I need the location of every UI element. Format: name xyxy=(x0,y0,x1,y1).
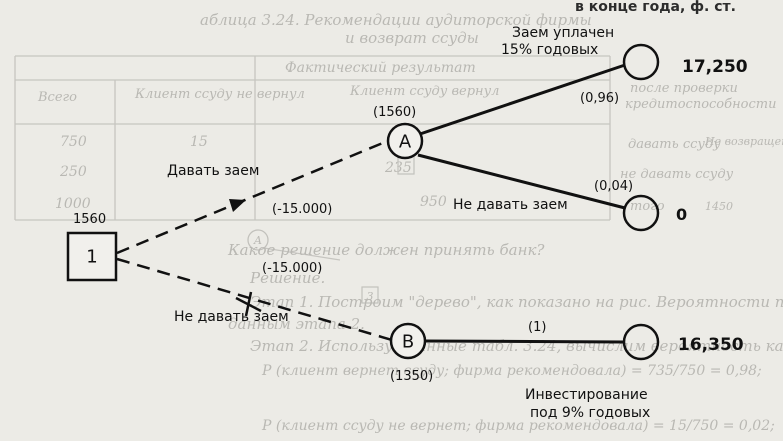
outcome-repaid-label-line2: 15% годовых xyxy=(501,42,598,58)
bg-row-no: не давать ссуду xyxy=(620,167,734,182)
root-node-value: 1560 xyxy=(73,212,106,227)
bg-r1-total: 750 xyxy=(60,134,87,150)
bg-row-give: давать ссуду xyxy=(628,137,721,152)
outcome-invest-label-line2: под 9% годовых xyxy=(530,405,650,421)
outcome-not-repaid-value: 0 xyxy=(676,205,687,224)
rejection-cross-mark xyxy=(235,291,262,317)
bg-table-header: Фактический результат xyxy=(285,60,476,76)
branch-give-label: Давать заем xyxy=(167,163,259,179)
bg-col-repaid: Клиент ссуду вернул xyxy=(349,84,499,99)
branch-no-cost: (-15.000) xyxy=(262,261,322,276)
node-b xyxy=(389,322,427,360)
node-b-label: B xyxy=(402,332,414,353)
edge-b-invest xyxy=(424,339,624,344)
bg-right-line4: 1450 xyxy=(705,200,733,213)
node-a-label: A xyxy=(399,132,412,153)
node-a-value: (1560) xyxy=(373,105,416,120)
outcome-repaid-value: 17,250 xyxy=(682,57,748,77)
bg-right-line1: после проверки xyxy=(630,81,738,96)
bg-right-line2: кредитоспособности xyxy=(625,97,776,112)
bg-body-line7: Р (клиент ссуду не вернет; фирма рекомен… xyxy=(261,418,775,434)
bg-faint-node: A xyxy=(253,234,262,247)
terminal-node-invest xyxy=(622,323,660,361)
outcome-invest-value: 16,350 xyxy=(678,335,744,355)
bg-body-line6: Р (клиент вернет ссуду; фирма рекомендов… xyxy=(261,363,762,379)
bg-body-line3: Этап 1. Построим "дерево", как показано … xyxy=(250,293,783,311)
bg-heading-line3: и возврат ссуды xyxy=(345,29,479,47)
bg-body-line4: данным этапа 2. xyxy=(228,315,365,333)
chance-node-a xyxy=(386,122,424,160)
branch-no-label: Не давать заем xyxy=(174,309,289,325)
outcome-repaid-label-line1: Заем уплачен xyxy=(512,25,614,41)
decision-tree: 1 1560 A (1560) B (1350) Давать заем (-1… xyxy=(66,25,748,421)
outcome-repaid-probability: (0,96) xyxy=(580,91,619,106)
bg-col-total: Всего xyxy=(37,90,77,105)
bg-row-total: того xyxy=(630,199,665,214)
outcome-invest-label-line1: Инвестирование xyxy=(525,387,648,403)
edge-a-not-repaid xyxy=(417,153,626,210)
bg-body-line1: Какое решение должен принять банк? xyxy=(227,241,545,259)
terminal-node-repaid xyxy=(622,43,660,81)
branch-give-arrow xyxy=(229,199,246,212)
bg-r2-total: 250 xyxy=(59,164,87,180)
outcome-not-repaid-label: Не давать заем xyxy=(453,197,568,213)
bg-r3-total: 1000 xyxy=(55,196,91,212)
branch-give-loan-edge xyxy=(116,138,391,255)
bg-col-not-repaid: Клиент ссуду не вернул xyxy=(134,87,305,102)
bg-r1-notrepaid: 15 xyxy=(190,134,208,150)
bg-r3-repaid: 950 xyxy=(420,194,447,210)
bg-body-line5: Этап 2. Используя данные табл. 3.24, выч… xyxy=(250,337,783,355)
terminal-node-not-repaid xyxy=(622,194,660,232)
bg-right-line3: Не возвращено xyxy=(704,135,783,148)
bg-faint-box: 3 xyxy=(367,290,374,303)
node-b-value: (1350) xyxy=(390,369,433,384)
root-node-label: 1 xyxy=(86,247,97,268)
bg-heading-line2: аблица 3.24. Рекомендации аудиторской фи… xyxy=(200,11,592,29)
root-decision-node xyxy=(66,231,118,282)
bg-heading-line1: в конце года, ф. ст. xyxy=(575,0,736,15)
bg-body-line2: Решение. xyxy=(249,269,325,287)
background-page: в конце года, ф. ст. аблица 3.24. Рекоме… xyxy=(14,0,783,434)
outcome-not-repaid-probability: (0,04) xyxy=(594,179,633,194)
edge-a-repaid xyxy=(419,63,626,136)
branch-give-cost: (-15.000) xyxy=(272,202,332,217)
branch-no-loan-edge xyxy=(116,257,393,342)
outcome-invest-probability: (1) xyxy=(528,320,546,335)
